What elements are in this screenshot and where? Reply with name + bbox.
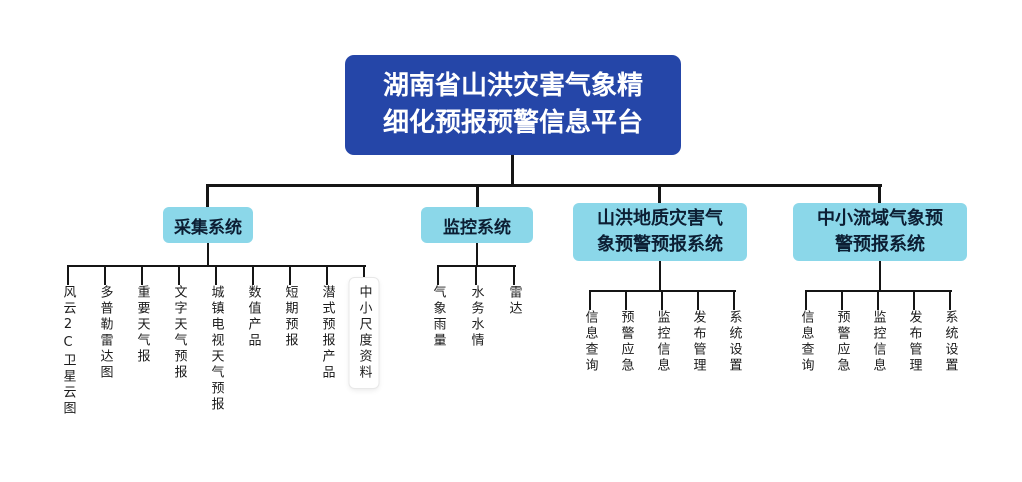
branch-node-small-watershed-warning-system[interactable]: 中小流域气象预警预报系统 [793, 203, 967, 261]
leaf-stub [67, 265, 69, 285]
leaf-stub [841, 290, 843, 310]
leaf-stub [437, 265, 439, 285]
leaf-stub [363, 265, 365, 280]
leaf-stub [104, 265, 106, 285]
connector-branch-stub [206, 184, 209, 208]
leaf-stub [326, 265, 328, 285]
connector-branch2-stub [476, 243, 478, 267]
leaf-node[interactable]: 监控信息 [870, 310, 886, 374]
root-node[interactable]: 湖南省山洪灾害气象精细化预报预警信息平台 [345, 55, 681, 155]
leaf-node[interactable]: 气象雨量 [430, 285, 446, 349]
connector-level1-bus [207, 184, 882, 187]
leaf-node[interactable]: 重要天气报 [134, 285, 150, 365]
leaf-stub [215, 265, 217, 285]
branch-label: 监控系统 [443, 217, 511, 238]
leaf-stub [697, 290, 699, 310]
connector-root-stub [511, 155, 514, 187]
connector-branch-stub [878, 184, 881, 205]
branch-label: 中小流域气象预警预报系统 [817, 208, 943, 255]
leaf-node[interactable]: 预警应急 [618, 310, 634, 374]
leaf-node[interactable]: 数值产品 [245, 285, 261, 349]
leaf-stub [625, 290, 627, 310]
leaf-node[interactable]: 水务水情 [468, 285, 484, 349]
leaf-node-selected[interactable]: 中小尺度资料 [349, 278, 379, 388]
leaf-stub [141, 265, 143, 285]
leaf-stub [289, 265, 291, 285]
leaf-node[interactable]: 短期预报 [282, 285, 298, 349]
leaf-node[interactable]: 雷达 [506, 285, 522, 317]
connector-branch-stub [476, 184, 479, 208]
branch-node-collection-system[interactable]: 采集系统 [163, 207, 253, 243]
root-node-title: 湖南省山洪灾害气象精细化预报预警信息平台 [382, 71, 643, 138]
leaf-stub [589, 290, 591, 310]
leaf-node[interactable]: 监控信息 [654, 310, 670, 374]
leaf-node[interactable]: 系统设置 [942, 310, 958, 374]
leaf-node[interactable]: 发布管理 [690, 310, 706, 374]
leaf-node[interactable]: 信息查询 [798, 310, 814, 374]
leaf-stub [877, 290, 879, 310]
leaf-stub [513, 265, 515, 285]
leaf-node[interactable]: 多普勒雷达图 [97, 285, 113, 381]
leaf-node[interactable]: 文字天气预报 [171, 285, 187, 381]
connector-branch3-stub [659, 261, 661, 292]
leaf-node[interactable]: 信息查询 [582, 310, 598, 374]
leaf-node[interactable]: 预警应急 [834, 310, 850, 374]
connector-branch-stub [658, 184, 661, 205]
branch-node-monitoring-system[interactable]: 监控系统 [421, 207, 533, 243]
leaf-stub [475, 265, 477, 285]
branch-node-flood-geological-warning-system[interactable]: 山洪地质灾害气象预警预报系统 [573, 203, 747, 261]
connector-branch4-stub [879, 261, 881, 292]
branch-label: 采集系统 [174, 217, 242, 238]
leaf-stub [913, 290, 915, 310]
leaf-node[interactable]: 发布管理 [906, 310, 922, 374]
leaf-stub [252, 265, 254, 285]
leaf-node[interactable]: 风云2C卫星云图 [60, 285, 76, 417]
leaf-stub [733, 290, 735, 310]
leaf-stub [178, 265, 180, 285]
leaf-stub [805, 290, 807, 310]
leaf-node[interactable]: 潜式预报产品 [319, 285, 335, 381]
connector-branch1-stub [207, 243, 209, 267]
leaf-stub [661, 290, 663, 310]
branch-label: 山洪地质灾害气象预警预报系统 [597, 208, 723, 255]
leaf-stub [949, 290, 951, 310]
leaf-node[interactable]: 系统设置 [726, 310, 742, 374]
leaf-node[interactable]: 城镇电视天气预报 [208, 285, 224, 413]
